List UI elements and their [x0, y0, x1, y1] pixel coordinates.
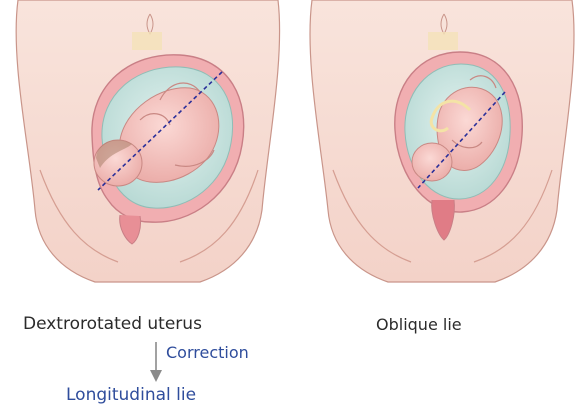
correction-label: Correction	[166, 343, 249, 362]
right-figure	[310, 0, 574, 282]
left-belly-patch	[132, 32, 162, 50]
right-caption: Oblique lie	[376, 315, 462, 334]
down-arrow-icon	[148, 340, 164, 384]
right-belly-patch	[428, 32, 458, 50]
right-fetus-head	[412, 143, 452, 181]
left-caption: Dextrorotated uterus	[23, 314, 202, 334]
left-figure	[16, 0, 279, 282]
longitudinal-lie-label: Longitudinal lie	[66, 385, 196, 405]
